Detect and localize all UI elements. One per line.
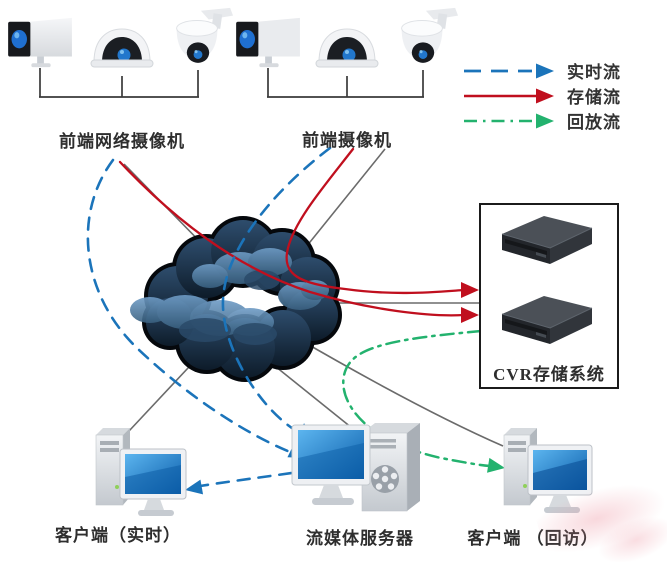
desktop-client-playback-icon bbox=[503, 428, 593, 513]
media-server-label: 流媒体服务器 bbox=[306, 529, 414, 548]
nvr-device-icon bbox=[501, 296, 593, 344]
nvr-device-icon bbox=[501, 216, 593, 264]
playback-line-icon bbox=[464, 113, 554, 128]
storage-arrow-icon bbox=[461, 307, 479, 323]
dome-camera-icon bbox=[90, 28, 154, 68]
storage-arrow-icon bbox=[461, 282, 479, 298]
playback-stream-lines bbox=[342, 329, 505, 473]
legend-row-realtime: 实时流 bbox=[462, 58, 621, 83]
storage-stream-lines bbox=[118, 147, 479, 323]
cvr-storage-label: CVR存储系统 bbox=[493, 365, 605, 384]
box-camera-icon bbox=[8, 17, 72, 68]
desktop-client-realtime-icon bbox=[95, 428, 187, 516]
camera-bus-lines bbox=[39, 68, 424, 98]
legend-row-storage: 存储流 bbox=[462, 83, 621, 108]
box-camera-icon bbox=[236, 17, 300, 68]
ptz-camera-icon bbox=[401, 7, 459, 63]
storage-line-icon bbox=[464, 88, 554, 103]
dome-camera-icon bbox=[315, 28, 379, 68]
legend-row-playback: 回放流 bbox=[462, 108, 621, 133]
realtime-line-icon bbox=[464, 63, 554, 78]
realtime-arrow-icon bbox=[185, 479, 204, 495]
client-realtime-label: 客户端（实时） bbox=[55, 526, 181, 545]
client-playback-label: 客户端 （回访） bbox=[467, 529, 599, 548]
playback-arrow-icon bbox=[487, 457, 505, 473]
media-server-icon bbox=[291, 423, 420, 512]
legend-label-storage: 存储流 bbox=[567, 88, 621, 107]
camera-group-right-label: 前端摄像机 bbox=[302, 131, 392, 150]
legend-label-playback: 回放流 bbox=[567, 113, 621, 132]
legend-label-realtime: 实时流 bbox=[567, 63, 621, 82]
legend: 实时流 存储流 回放流 bbox=[462, 58, 621, 133]
ptz-camera-icon bbox=[176, 7, 234, 63]
camera-group-left-label: 前端网络摄像机 bbox=[59, 132, 185, 151]
